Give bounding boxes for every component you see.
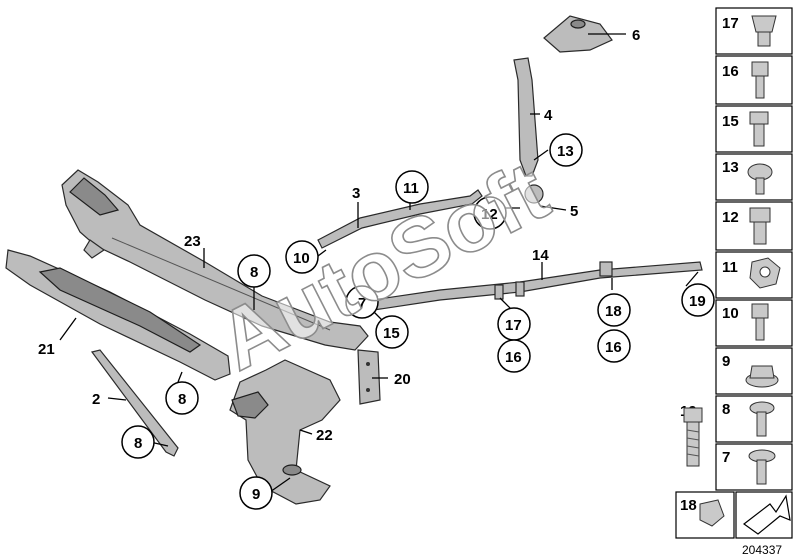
part-4-vertical-rod	[513, 57, 544, 204]
callout-19-circle	[681, 283, 715, 317]
hw-row-9: 9	[715, 347, 793, 395]
callout-10-circle	[285, 240, 319, 274]
callout-21: 21	[38, 341, 55, 358]
part-2-strut	[90, 349, 179, 457]
hw-row-13: 13	[715, 153, 793, 201]
callout-12-circle	[473, 196, 507, 230]
callout-16b: 16	[605, 339, 622, 356]
callout-7-circle	[345, 285, 379, 319]
part-21-lower-bar	[5, 249, 231, 381]
arrow-icon	[742, 494, 791, 535]
callout-18: 18	[605, 303, 622, 320]
callout-8a: 8	[250, 264, 258, 281]
hw-label-16: 16	[722, 63, 739, 80]
callout-9-circle	[239, 476, 273, 510]
callout-2: 2	[92, 391, 100, 408]
hw-label-7: 7	[722, 449, 730, 466]
hw-label-17: 17	[722, 15, 739, 32]
hw-row-18-clip: 18	[675, 491, 735, 539]
callout-8a-circle	[237, 254, 271, 288]
callout-8c-circle	[121, 425, 155, 459]
callout-18-circle	[597, 293, 631, 327]
callout-8c: 8	[134, 435, 142, 452]
callout-10: 10	[293, 250, 310, 267]
hw-label-8: 8	[722, 401, 730, 418]
callout-23: 23	[184, 233, 201, 250]
hw-row-7: 7	[715, 443, 793, 491]
reference-number: 204337	[742, 543, 782, 557]
hw-label-12: 12	[722, 209, 739, 226]
callout-13-circle	[549, 133, 583, 167]
hw-row-17: 17	[715, 7, 793, 55]
callout-4: 4	[544, 107, 553, 124]
part-23-carrier-frame	[61, 169, 369, 351]
hw-label-18: 18	[680, 497, 697, 514]
hw-row-8: 8	[715, 395, 793, 443]
hw-row-16: 16	[715, 55, 793, 105]
hw-row-15: 15	[715, 105, 793, 153]
hw-label-11: 11	[722, 259, 738, 276]
hw-label-10: 10	[722, 305, 739, 322]
callout-labels: 6 4 13 5 12 3 11 10 14 19 18 16 17 16 7 …	[38, 27, 715, 510]
part-22-bracket	[229, 359, 341, 505]
hw-row-10: 10	[715, 299, 793, 347]
callout-8b-circle	[165, 381, 199, 415]
callout-16a: 16	[505, 349, 522, 366]
callout-15: 15	[383, 325, 400, 342]
callout-19: 19	[689, 293, 706, 310]
callout-7: 7	[358, 295, 366, 312]
hw-row-11: 11	[715, 251, 793, 299]
callout-11-circle	[395, 170, 429, 204]
callout-22: 22	[316, 427, 333, 444]
callout-6: 6	[632, 27, 640, 44]
callout-5: 5	[570, 203, 578, 220]
callout-13: 13	[557, 143, 574, 160]
hw-label-15: 15	[722, 113, 739, 130]
callout-15-circle	[375, 315, 409, 349]
hw-label-9: 9	[722, 353, 730, 370]
callout-9: 9	[252, 486, 260, 503]
callout-20: 20	[394, 371, 411, 388]
part-20-plate	[357, 349, 381, 405]
part-3-rod	[317, 189, 483, 249]
part-6-clip	[543, 15, 613, 53]
hw-label-13: 13	[722, 159, 739, 176]
callout-8b: 8	[178, 391, 186, 408]
hw-row-12: 12	[715, 201, 793, 251]
callout-3: 3	[352, 185, 360, 202]
hw-row-19-bolt: 19	[680, 403, 703, 467]
callout-11: 11	[403, 180, 419, 197]
callout-16b-circle	[597, 329, 631, 363]
hw-arrow-box	[735, 491, 793, 539]
hardware-legend: 17 16 15 13 12 11 10	[675, 7, 793, 539]
part-14-long-rod	[371, 261, 703, 311]
callout-12: 12	[481, 206, 498, 223]
callout-16a-circle	[497, 339, 531, 373]
callout-17: 17	[505, 317, 522, 334]
callout-14: 14	[532, 247, 549, 264]
